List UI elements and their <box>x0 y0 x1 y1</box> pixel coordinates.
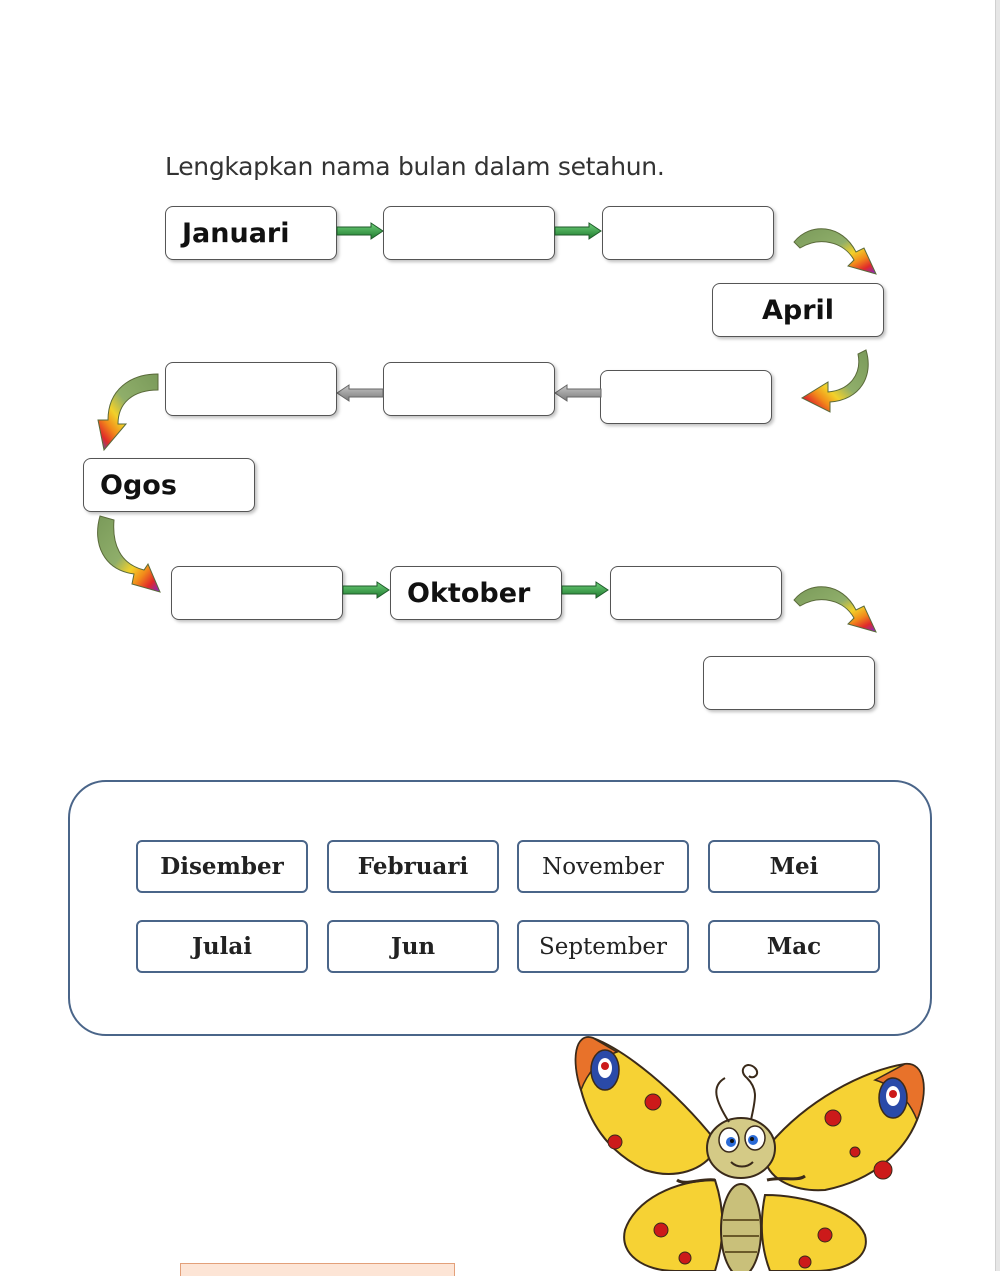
word-chip-julai[interactable]: Julai <box>136 920 308 973</box>
bottom-tab <box>180 1263 455 1276</box>
word-chip-mac[interactable]: Mac <box>708 920 880 973</box>
word-bank-panel <box>68 780 932 1036</box>
right-arrow-icon <box>342 581 390 599</box>
month-slot-7[interactable] <box>165 362 337 416</box>
word-chip-jun[interactable]: Jun <box>327 920 499 973</box>
month-slot-9[interactable] <box>171 566 343 620</box>
right-arrow-icon <box>561 581 609 599</box>
word-chip-september[interactable]: September <box>517 920 689 973</box>
month-slot-4[interactable]: April <box>712 283 884 337</box>
month-slot-2[interactable] <box>383 206 555 260</box>
month-slot-10[interactable]: Oktober <box>390 566 562 620</box>
instruction-text: Lengkapkan nama bulan dalam setahun. <box>165 152 665 181</box>
left-arrow-icon <box>336 384 384 402</box>
rainbow-curved-arrow-icon <box>793 586 877 633</box>
month-slot-3[interactable] <box>602 206 774 260</box>
month-slot-11[interactable] <box>610 566 782 620</box>
right-arrow-icon <box>336 222 384 240</box>
month-slot-12[interactable] <box>703 656 875 710</box>
month-slot-5[interactable] <box>600 370 772 424</box>
month-slot-1[interactable]: Januari <box>165 206 337 260</box>
month-slot-8[interactable]: Ogos <box>83 458 255 512</box>
word-chip-mei[interactable]: Mei <box>708 840 880 893</box>
month-slot-6[interactable] <box>383 362 555 416</box>
word-chip-november[interactable]: November <box>517 840 689 893</box>
rainbow-curved-arrow-icon <box>800 349 869 413</box>
page-edge <box>995 0 1000 1271</box>
word-chip-disember[interactable]: Disember <box>136 840 308 893</box>
rainbow-curved-arrow-icon <box>97 515 161 593</box>
right-arrow-icon <box>554 222 602 240</box>
rainbow-curved-arrow-icon <box>793 228 877 275</box>
butterfly-illustration <box>574 1036 925 1271</box>
left-arrow-icon <box>554 384 602 402</box>
rainbow-curved-arrow-icon <box>97 373 159 452</box>
word-chip-februari[interactable]: Februari <box>327 840 499 893</box>
